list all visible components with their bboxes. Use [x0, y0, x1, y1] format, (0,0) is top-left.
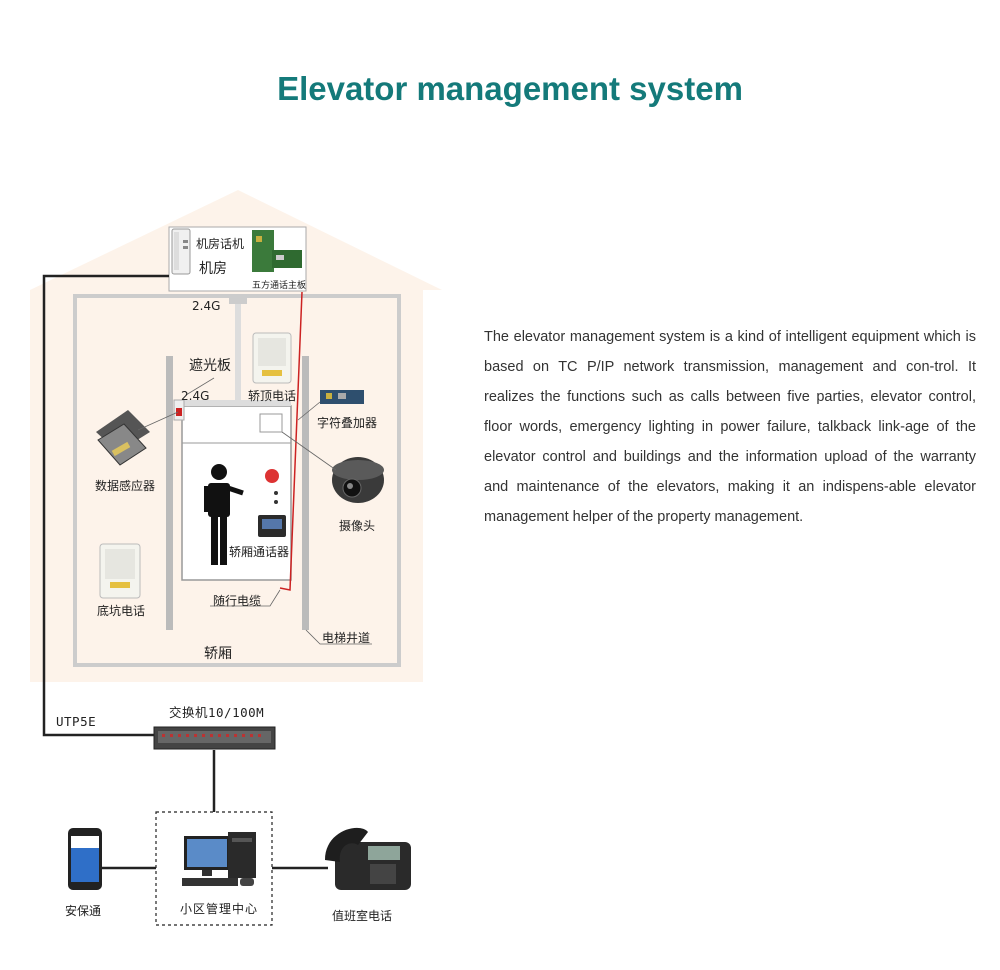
- camera-mount-box: [259, 413, 283, 433]
- mobile-phone-icon: [68, 828, 102, 890]
- trailing-cable: [279, 291, 303, 591]
- shaft-rail-right: [302, 356, 309, 630]
- label-duty-phone: 值班室电话: [332, 909, 393, 923]
- label-mobile-app: 安保通: [65, 904, 102, 918]
- label-data-sensor: 数据感应器: [95, 479, 156, 493]
- support-post: [229, 298, 247, 304]
- label-wireless-top: 2.4G: [192, 299, 221, 313]
- label-machine-room-phone: 机房话机: [196, 237, 245, 251]
- label-car-top-phone: 轿顶电话: [248, 389, 297, 403]
- circuit-board-icon: [252, 230, 302, 272]
- pit-phone-icon: [99, 543, 141, 599]
- label-pit-phone: 底坑电话: [97, 604, 146, 618]
- car-top-phone-icon: [252, 332, 292, 384]
- utp-cable: [42, 274, 169, 737]
- desk-phone-icon: [325, 827, 411, 890]
- label-switch: 交换机10/100M: [169, 705, 265, 720]
- label-machine-room: 机房: [199, 261, 227, 277]
- label-elevator-shaft: 电梯井道: [322, 631, 371, 645]
- page-title: Elevator management system: [277, 70, 743, 107]
- label-car: 轿厢: [204, 646, 232, 662]
- data-sensor-icon: [96, 410, 150, 466]
- label-wireless-car: 2.4G: [181, 389, 210, 403]
- car-intercom-icon: [258, 469, 286, 537]
- label-management-center: 小区管理中心: [180, 902, 259, 916]
- person-icon: [204, 464, 244, 565]
- camera-icon: [332, 457, 384, 503]
- shaft-rail-left: [166, 356, 173, 630]
- shaft-frame: [73, 294, 401, 667]
- handset-phone-icon: [171, 228, 191, 275]
- label-trailing-cable: 随行电缆: [213, 594, 262, 608]
- label-car-intercom: 轿厢通话器: [229, 545, 290, 559]
- description-text: The elevator management system is a kind…: [484, 329, 976, 525]
- light-shield-bar: [182, 400, 291, 406]
- char-overlay-icon: [320, 390, 364, 404]
- label-camera: 摄像头: [339, 519, 376, 533]
- label-light-shield: 遮光板: [189, 358, 231, 374]
- label-utp: UTP5E: [56, 714, 97, 729]
- wireless-module: [176, 408, 182, 416]
- network-switch-icon: [153, 726, 276, 750]
- label-five-party-board: 五方通话主板: [252, 281, 307, 291]
- support-post: [235, 298, 241, 408]
- computer-icon: [182, 832, 256, 886]
- label-char-overlay: 字符叠加器: [317, 416, 378, 430]
